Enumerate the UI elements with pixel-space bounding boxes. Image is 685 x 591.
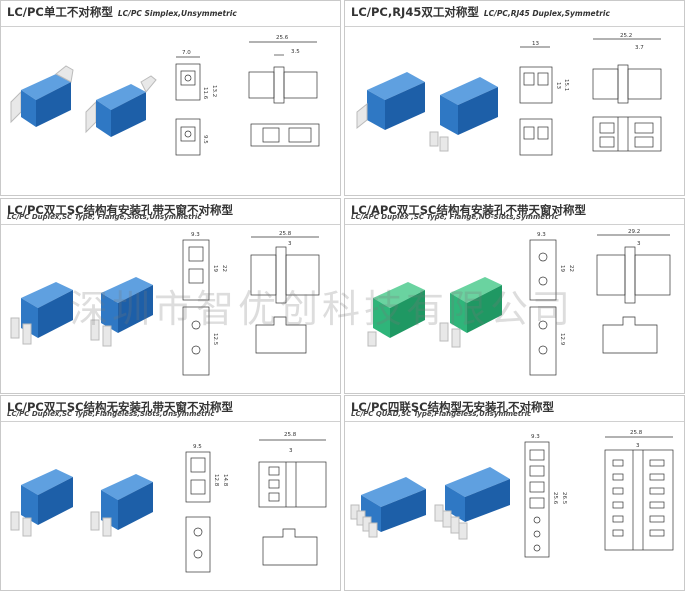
front-view-drawing <box>524 441 550 558</box>
header-divider <box>345 224 684 225</box>
header-divider <box>1 224 340 225</box>
dim-label: 25.2 <box>620 33 632 39</box>
panel-lc-apc-duplex-flange: LC/APC双工SC结构有安装孔不带天窗对称型 LC/APC Duplex ,S… <box>344 198 685 394</box>
side-view-drawing <box>604 436 674 551</box>
panel-lc-pc-quad: LC/PC四联SC结构型无安装孔不对称型 LC/PC QUAD,SC Type,… <box>344 395 685 591</box>
panel-drawing: 7.0 11.6 13.2 9.5 25.6 3.5 <box>10 35 320 156</box>
dim-label: 13 <box>532 41 539 47</box>
panel-title-en: LC/PC,RJ45 Duplex,Symmetric <box>483 9 610 18</box>
front-view-drawing <box>182 239 210 376</box>
dim-label: 3 <box>636 443 640 449</box>
adapter-photo <box>367 277 502 348</box>
dim-label: 3.7 <box>635 45 644 51</box>
dim-label: 26.5 <box>561 492 567 505</box>
front-view-drawing <box>185 451 211 573</box>
panel-drawing: 9.3 19 22 12.9 29.2 3 <box>367 229 671 376</box>
dim-label: 22 <box>568 265 574 272</box>
panel-subtitle: LC/PC Duplex,SC Type,Flangeless,Slots,Un… <box>7 410 215 418</box>
dim-label: 25.8 <box>630 430 643 436</box>
dim-label: 29.2 <box>628 229 640 235</box>
dim-label: 15.1 <box>563 79 569 91</box>
adapter-photo <box>10 277 153 347</box>
side-view-drawing <box>248 41 320 147</box>
dim-label: 9.5 <box>193 444 202 450</box>
dim-label: 11.6 <box>202 87 208 100</box>
panel-subtitle: LC/APC Duplex ,SC Type, Flange,NO-Slots,… <box>351 213 559 221</box>
dim-label: 9.3 <box>537 232 546 238</box>
dim-label: 19 <box>212 265 218 272</box>
dim-label: 12.5 <box>212 333 218 346</box>
dim-label: 25.6 <box>276 35 289 41</box>
panel-title: LC/APC双工SC结构有安装孔不带天窗对称型 <box>351 203 586 217</box>
panel-header: LC/APC双工SC结构有安装孔不带天窗对称型 LC/APC Duplex ,S… <box>345 199 684 225</box>
front-view-drawing <box>519 46 553 156</box>
panel-drawing: 9.3 19 22 12.5 25.8 3 <box>10 231 320 376</box>
dim-label: 19 <box>559 265 565 272</box>
panel-drawing: 9.3 25.6 26.5 25.8 <box>350 430 674 558</box>
panel-drawing: 13 13 15.1 25.2 3.7 <box>356 33 662 156</box>
dim-label: 13.2 <box>211 85 217 97</box>
dim-label: 9.3 <box>191 232 200 238</box>
front-view-drawing <box>529 239 557 376</box>
panel-title-en: LC/PC Simplex,Unsymmetric <box>117 9 237 18</box>
panel-drawing: 9.5 12.8 14.8 25.8 3 <box>10 432 327 573</box>
side-view-drawing <box>258 439 327 566</box>
header-divider <box>1 26 340 27</box>
dim-label: 12.8 <box>213 474 219 487</box>
dim-label: 14.8 <box>222 474 228 487</box>
panel-subtitle: LC/PC Duplex,SC Type, Flange,Slots,Unsym… <box>7 213 202 221</box>
dim-label: 3.5 <box>291 49 300 55</box>
side-view-drawing <box>592 38 662 152</box>
front-view-drawing <box>175 56 201 156</box>
dim-label: 9.3 <box>531 434 540 440</box>
dim-label: 25.8 <box>279 231 292 237</box>
dim-label: 7.0 <box>182 50 191 56</box>
watermark: 深圳市智优创科技有限公司 <box>70 287 575 331</box>
panel-header: LC/PC双工SC结构无安装孔带天窗不对称型 LC/PC Duplex,SC T… <box>1 396 340 422</box>
dim-label: 9.5 <box>202 135 208 144</box>
dim-label: 25.6 <box>552 492 558 505</box>
panel-lc-pc-duplex-flangeless-slots: LC/PC双工SC结构无安装孔带天窗不对称型 LC/PC Duplex,SC T… <box>0 395 341 591</box>
header-divider <box>345 26 684 27</box>
header-divider <box>1 421 340 422</box>
panel-lc-pc-duplex-flange-slots: LC/PC双工SC结构有安装孔带天窗不对称型 LC/PC Duplex,SC T… <box>0 198 341 394</box>
panel-header: LC/PC四联SC结构型无安装孔不对称型 LC/PC QUAD,SC Type,… <box>345 396 684 422</box>
adapter-photo <box>10 65 157 137</box>
adapter-photo <box>350 467 510 540</box>
dim-label: 3 <box>288 241 292 247</box>
dim-label: 22 <box>221 265 227 272</box>
header-divider <box>345 421 684 422</box>
side-view-drawing <box>596 234 671 354</box>
side-view-drawing <box>250 236 320 354</box>
adapter-photo <box>356 72 498 152</box>
dim-label: 13 <box>555 82 561 89</box>
adapter-photo <box>10 469 153 537</box>
panel-header: LC/PC双工SC结构有安装孔带天窗不对称型 LC/PC Duplex,SC T… <box>1 199 340 225</box>
dim-label: 12.9 <box>559 333 565 346</box>
dim-label: 3 <box>637 241 641 247</box>
panel-subtitle: LC/PC QUAD,SC Type,Flangeless,Unsymmetri… <box>351 410 532 418</box>
panel-title: LC/PC双工SC结构有安装孔带天窗不对称型 <box>7 203 234 217</box>
dim-label: 25.8 <box>284 432 297 438</box>
panel-title: LC/PC双工SC结构无安装孔带天窗不对称型 <box>7 400 234 414</box>
dim-label: 3 <box>289 448 293 454</box>
panel-title: LC/PC四联SC结构型无安装孔不对称型 <box>351 400 555 414</box>
